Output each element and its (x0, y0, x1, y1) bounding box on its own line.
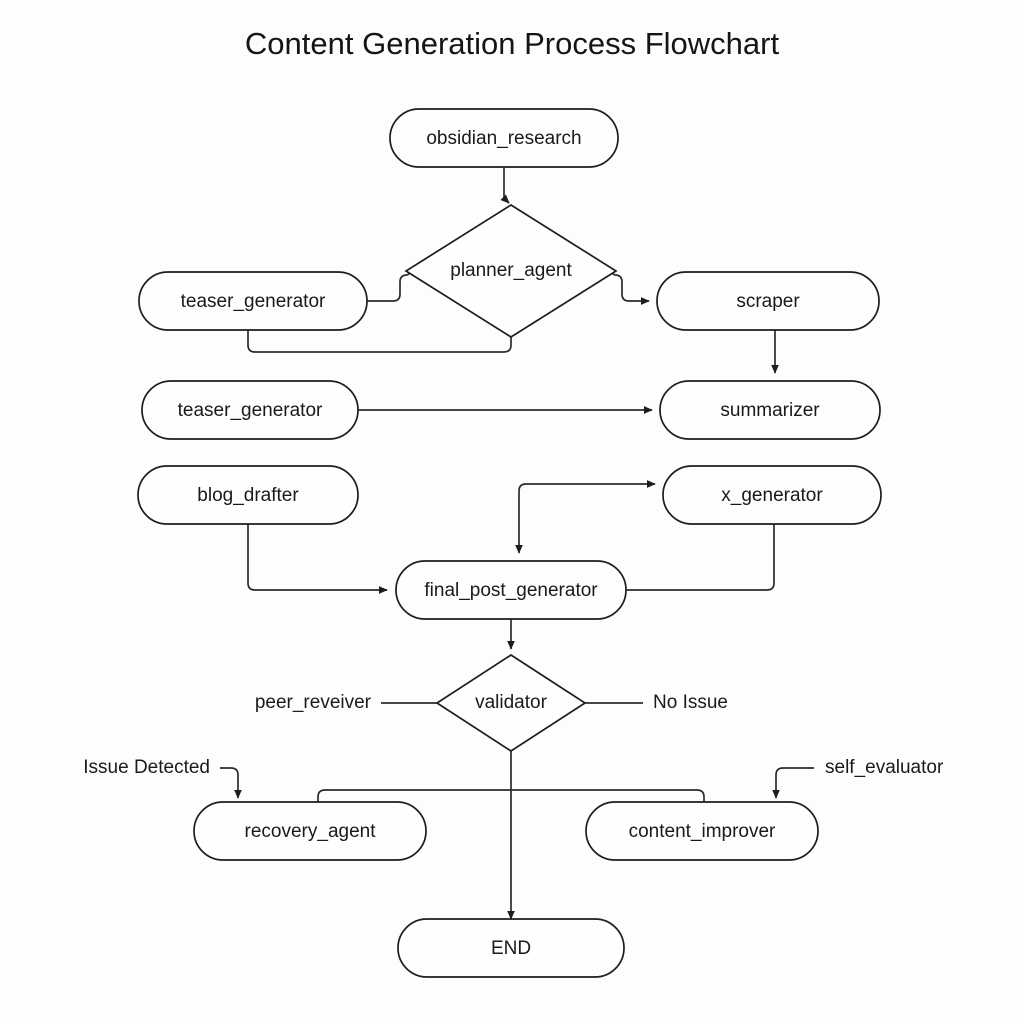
node-validator[interactable]: validator (435, 653, 587, 753)
node-planner-agent-shape[interactable] (404, 203, 618, 339)
node-recovery-agent-label: recovery_agent (245, 821, 377, 842)
node-summarizer[interactable]: summarizer (659, 380, 881, 440)
edge-loop-to-x-generator (518, 480, 656, 495)
edge-issue-detected-to-recovery-agent (220, 767, 242, 799)
node-scraper-shape[interactable] (656, 271, 880, 331)
node-obsidian-research-label: obsidian_research (426, 128, 581, 149)
node-end-label: END (491, 938, 531, 959)
edge-blog-drafter-to-final-post-generator (247, 524, 388, 594)
edge-obsidian-research-to-planner-agent-head (500, 194, 510, 204)
node-summarizer-shape[interactable] (659, 380, 881, 440)
node-teaser-generator-2-label: teaser_generator (178, 400, 323, 421)
node-content-improver-shape[interactable] (585, 801, 819, 861)
edge-label-peer-reveiver: peer_reveiver (255, 692, 372, 713)
node-end[interactable]: END (397, 918, 625, 978)
node-content-improver-label: content_improver (629, 821, 776, 842)
edge-label-no-issue: No Issue (653, 692, 728, 713)
node-teaser-generator-2-shape[interactable] (141, 380, 359, 440)
node-blog-drafter-shape[interactable] (137, 465, 359, 525)
node-teaser-generator-2[interactable]: teaser_generator (141, 380, 359, 440)
node-validator-shape[interactable] (435, 653, 587, 753)
node-obsidian-research[interactable]: obsidian_research (389, 108, 619, 168)
node-scraper-label: scraper (736, 291, 800, 312)
node-scraper[interactable]: scraper (656, 271, 880, 331)
node-teaser-generator-1[interactable]: teaser_generator (138, 271, 368, 331)
edge-planner-agent-to-teaser-generator (247, 330, 512, 353)
node-blog-drafter[interactable]: blog_drafter (137, 465, 359, 525)
node-layer: obsidian_research planner_agent teaser_g… (137, 108, 882, 978)
node-recovery-agent[interactable]: recovery_agent (193, 801, 427, 861)
node-x-generator[interactable]: x_generator (662, 465, 882, 525)
node-x-generator-label: x_generator (721, 485, 823, 506)
node-end-shape[interactable] (397, 918, 625, 978)
node-obsidian-research-shape[interactable] (389, 108, 619, 168)
node-final-post-generator[interactable]: final_post_generator (395, 560, 627, 620)
edge-label-layer: peer_reveiver No Issue Issue Detected se… (83, 692, 944, 778)
node-content-improver[interactable]: content_improver (585, 801, 819, 861)
node-planner-agent[interactable]: planner_agent (404, 203, 618, 339)
node-final-post-generator-label: final_post_generator (424, 580, 598, 601)
edge-layer (220, 167, 814, 920)
edge-label-issue-detected: Issue Detected (83, 757, 210, 778)
node-planner-agent-label: planner_agent (450, 260, 572, 281)
edge-teaser-generator-to-planner-agent (367, 270, 415, 302)
node-x-generator-shape[interactable] (662, 465, 882, 525)
node-summarizer-label: summarizer (720, 400, 820, 421)
node-blog-drafter-label: blog_drafter (197, 485, 299, 506)
node-final-post-generator-shape[interactable] (395, 560, 627, 620)
edge-final-post-generator-to-x-generator (626, 524, 775, 591)
edge-self-evaluator-to-content-improver (772, 767, 814, 799)
edge-label-self-evaluator: self_evaluator (825, 757, 944, 778)
node-teaser-generator-1-label: teaser_generator (181, 291, 326, 312)
edge-planner-agent-to-scraper (607, 270, 650, 305)
node-teaser-generator-1-shape[interactable] (138, 271, 368, 331)
node-recovery-agent-shape[interactable] (193, 801, 427, 861)
page-title: Content Generation Process Flowchart (245, 26, 780, 61)
node-validator-label: validator (475, 692, 547, 713)
